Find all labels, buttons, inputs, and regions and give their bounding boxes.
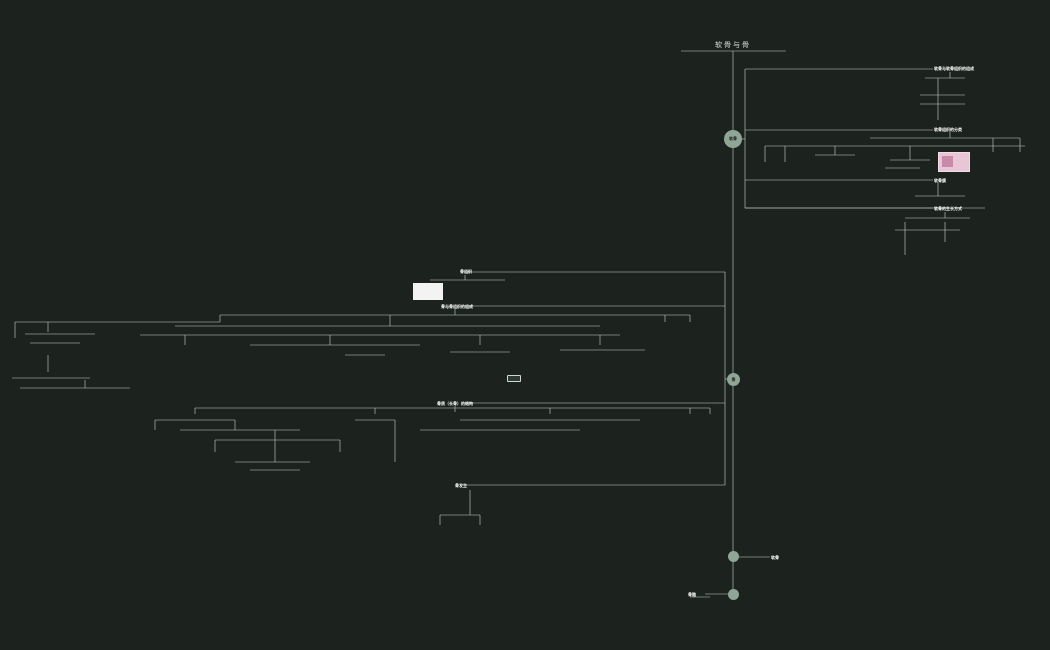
node-circle-4[interactable] [728, 589, 739, 600]
node-circle-bone-label: 骨 [731, 376, 736, 382]
cartilage-image-detail [942, 156, 953, 167]
node-bone-structure[interactable]: 骨质（长骨）的结构 [437, 401, 473, 406]
node-skeleton[interactable]: 骨骼 [688, 592, 696, 597]
node-cartilage-lower[interactable]: 软骨 [771, 555, 779, 560]
node-cartilage-composition[interactable]: 软骨与软骨组织的组成 [934, 66, 974, 71]
bone-diagram-image [413, 283, 443, 300]
cartilage-image [938, 152, 970, 172]
collapsed-node-chip[interactable] [507, 375, 521, 382]
node-perichondrium[interactable]: 软骨膜 [934, 178, 946, 183]
main-node-circle[interactable]: 软骨 [724, 130, 742, 148]
node-bone-tissue[interactable]: 骨组织 [460, 269, 472, 274]
node-circle-3[interactable] [728, 551, 739, 562]
root-title: 软骨与骨 [715, 41, 751, 49]
node-bone-formation[interactable]: 骨发生 [455, 483, 467, 488]
main-node-label: 软骨 [729, 136, 737, 141]
node-cartilage-growth[interactable]: 软骨的生长方式 [934, 206, 962, 211]
node-circle-bone[interactable]: 骨 [727, 373, 740, 386]
node-cartilage-classification[interactable]: 软骨组织的分类 [934, 127, 962, 132]
node-bone-composition[interactable]: 骨与骨组织的组成 [441, 304, 473, 309]
